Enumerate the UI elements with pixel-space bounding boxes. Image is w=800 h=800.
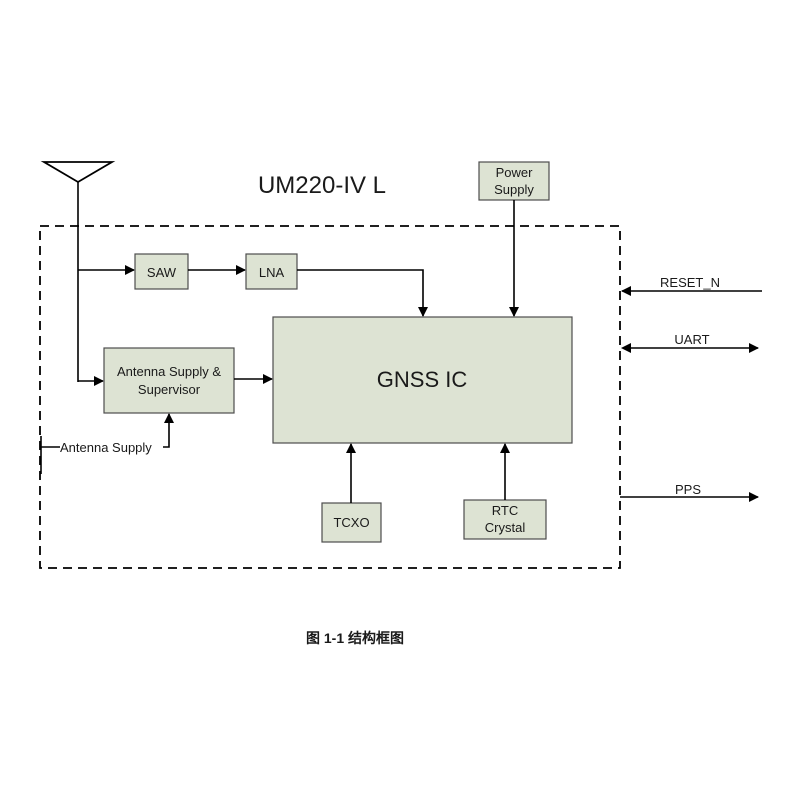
module-title: UM220-IV L — [258, 172, 386, 199]
rtc-crystal-label-line2: Crystal — [485, 520, 526, 535]
figure-caption: 图 1-1 结构框图 — [306, 630, 404, 646]
antenna-icon — [40, 161, 116, 382]
saw-block — [134, 253, 189, 290]
saw-label: SAW — [147, 265, 177, 280]
gnss-ic-block — [272, 316, 573, 444]
module-boundary — [39, 225, 621, 569]
rtc-crystal-label-line1: RTC — [492, 503, 518, 518]
power-supply-label-line2: Supply — [494, 182, 534, 197]
pps-label: PPS — [675, 482, 701, 497]
antenna-supply-label: Antenna Supply — [60, 440, 152, 455]
rtc-crystal-block — [463, 499, 547, 540]
antenna-supervisor-label-line2: Supervisor — [138, 382, 201, 397]
antenna-supervisor-label-line1: Antenna Supply & — [117, 364, 221, 379]
tcxo-label: TCXO — [333, 515, 369, 530]
power-supply-block — [478, 161, 550, 201]
uart-label: UART — [674, 332, 709, 347]
power-supply-label-line1: Power — [496, 165, 534, 180]
gnss-ic-label: GNSS IC — [377, 367, 468, 392]
wire-lna-gnss — [297, 269, 428, 317]
lna-label: LNA — [259, 265, 285, 280]
lna-block — [245, 253, 298, 290]
antenna-supervisor-block — [103, 347, 235, 414]
wire-antenna-supply-supervisor — [163, 413, 174, 448]
reset-n-label: RESET_N — [660, 275, 720, 290]
